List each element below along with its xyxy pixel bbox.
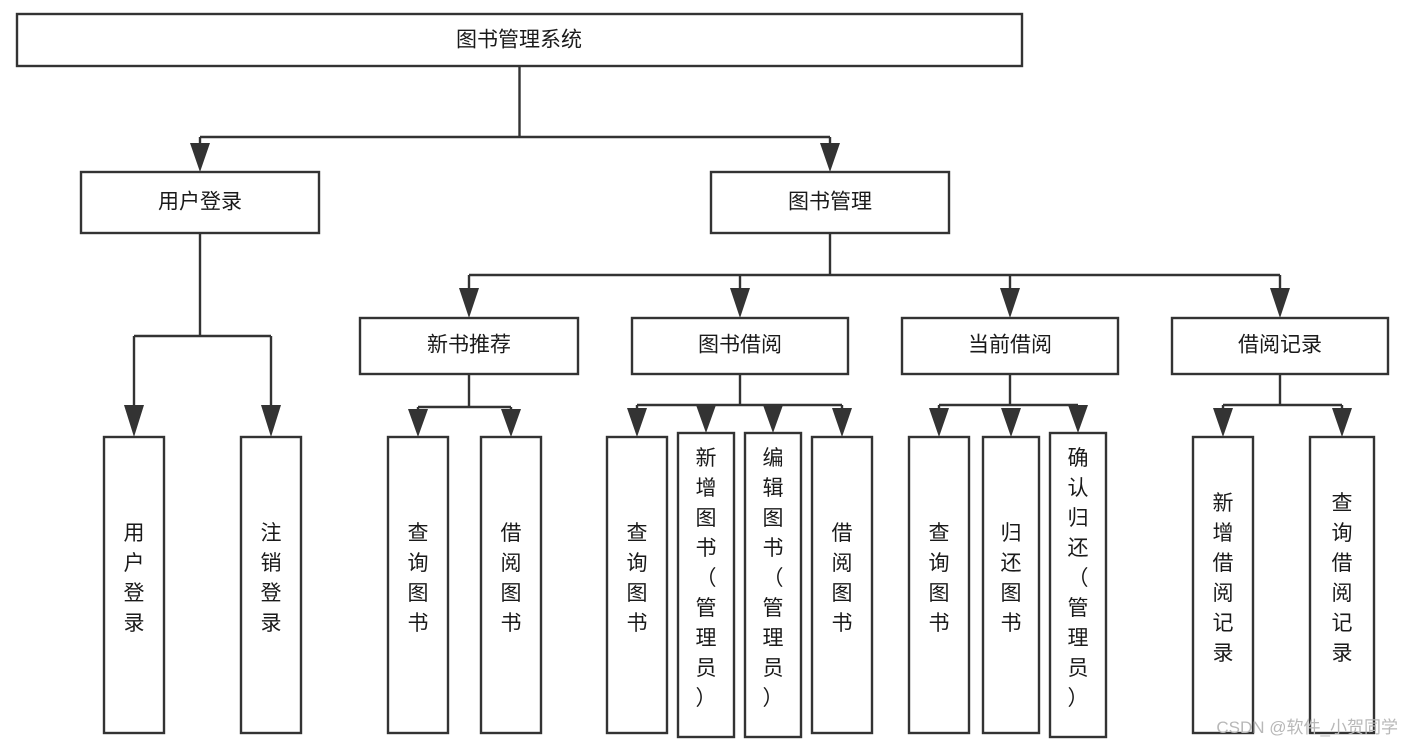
arrowhead-to-leaf-query-book-2	[627, 408, 647, 437]
arrowhead-to-new-book-recommend	[459, 288, 479, 318]
node-leaf-user-login[interactable]: 用户登录	[102, 435, 166, 735]
connector-book-borrow-bus	[635, 374, 844, 412]
node-leaf-query-borrow-record-label: 查询借阅记录	[1332, 492, 1353, 665]
node-leaf-query-book-1-box[interactable]	[386, 435, 450, 735]
arrowhead-to-borrow-record	[1270, 288, 1290, 318]
arrowhead-to-leaf-query-book-3	[929, 408, 949, 437]
node-leaf-borrow-book-2[interactable]: 借阅图书	[810, 435, 874, 735]
node-leaf-query-book-1[interactable]: 查询图书	[386, 435, 450, 735]
node-root[interactable]: 图书管理系统	[15, 12, 1024, 68]
node-book-borrow[interactable]: 图书借阅	[630, 316, 850, 376]
node-book-management-box[interactable]	[709, 170, 951, 235]
node-new-book-recommend-box[interactable]	[358, 316, 580, 376]
arrowhead-to-leaf-borrow-book-1	[501, 409, 521, 437]
node-book-borrow-label: 图书借阅	[698, 334, 782, 357]
arrowhead-to-user-login	[190, 143, 210, 172]
node-leaf-edit-book-admin-box[interactable]	[743, 431, 803, 739]
node-leaf-borrow-book-2-label: 借阅图书	[832, 522, 853, 635]
node-leaf-query-borrow-record-box[interactable]	[1308, 435, 1376, 735]
node-root-label: 图书管理系统	[456, 29, 582, 52]
arrowhead-to-leaf-add-borrow-record	[1213, 408, 1233, 437]
node-leaf-return-book-label: 归还图书	[1001, 522, 1022, 635]
node-leaf-confirm-return-admin-label: 确认归还（管理员）	[1068, 447, 1089, 710]
node-current-borrow-box[interactable]	[900, 316, 1120, 376]
node-leaf-add-borrow-record-box[interactable]	[1191, 435, 1255, 735]
node-leaf-logout-login[interactable]: 注销登录	[239, 435, 303, 735]
node-borrow-record-label: 借阅记录	[1238, 334, 1322, 357]
connector-book-management-bus	[467, 233, 1282, 293]
connector-layer	[124, 66, 1352, 437]
node-leaf-edit-book-admin-label: 编辑图书（管理员）	[763, 447, 784, 710]
node-leaf-add-book-admin[interactable]: 新增图书（管理员）	[676, 431, 736, 739]
node-current-borrow[interactable]: 当前借阅	[900, 316, 1120, 376]
connector-user-login-bus	[132, 233, 273, 412]
node-leaf-query-book-2[interactable]: 查询图书	[605, 435, 669, 735]
node-book-management-label: 图书管理	[788, 191, 872, 214]
node-leaf-borrow-book-1-label: 借阅图书	[501, 522, 522, 635]
node-leaf-logout-login-box[interactable]	[239, 435, 303, 735]
node-leaf-logout-login-label: 注销登录	[261, 522, 282, 635]
node-leaf-return-book[interactable]: 归还图书	[981, 435, 1041, 735]
arrowhead-to-leaf-user-login	[124, 405, 144, 437]
node-leaf-query-book-3-label: 查询图书	[929, 522, 950, 635]
node-book-borrow-box[interactable]	[630, 316, 850, 376]
node-leaf-edit-book-admin[interactable]: 编辑图书（管理员）	[743, 431, 803, 739]
node-leaf-add-borrow-record[interactable]: 新增借阅记录	[1191, 435, 1255, 735]
arrowhead-to-book-borrow	[730, 288, 750, 318]
node-borrow-record-box[interactable]	[1170, 316, 1390, 376]
node-borrow-record[interactable]: 借阅记录	[1170, 316, 1390, 376]
arrowhead-to-leaf-logout-login	[261, 405, 281, 437]
node-leaf-user-login-box[interactable]	[102, 435, 166, 735]
node-new-book-recommend-label: 新书推荐	[427, 334, 511, 357]
arrowhead-to-leaf-add-book-admin	[696, 405, 716, 433]
node-leaf-confirm-return-admin-box[interactable]	[1048, 431, 1108, 739]
node-leaf-query-book-3-box[interactable]	[907, 435, 971, 735]
node-leaf-add-book-admin-box[interactable]	[676, 431, 736, 739]
csdn-watermark: CSDN @软件_小贺同学	[1216, 718, 1398, 737]
connector-new-book-recommend-bus	[416, 374, 513, 415]
node-leaf-borrow-book-1-box[interactable]	[479, 435, 543, 735]
node-leaf-query-borrow-record[interactable]: 查询借阅记录	[1308, 435, 1376, 735]
connector-current-borrow-bus	[937, 374, 1080, 412]
node-leaf-borrow-book-2-box[interactable]	[810, 435, 874, 735]
node-leaf-query-book-1-label: 查询图书	[408, 522, 429, 635]
connector-root-bus	[198, 66, 832, 152]
node-current-borrow-label: 当前借阅	[968, 334, 1052, 357]
node-leaf-user-login-label: 用户登录	[124, 522, 145, 635]
node-user-login-label: 用户登录	[158, 191, 242, 214]
node-leaf-query-book-2-box[interactable]	[605, 435, 669, 735]
arrowhead-to-leaf-edit-book-admin	[763, 405, 783, 433]
arrowhead-to-leaf-confirm-return-admin	[1068, 405, 1088, 433]
arrowhead-to-current-borrow	[1000, 288, 1020, 318]
node-leaf-query-book-2-label: 查询图书	[627, 522, 648, 635]
arrowhead-to-leaf-borrow-book-2	[832, 408, 852, 437]
node-leaf-add-book-admin-label: 新增图书（管理员）	[696, 447, 717, 710]
node-book-management[interactable]: 图书管理	[709, 170, 951, 235]
arrowhead-to-leaf-query-borrow-record	[1332, 408, 1352, 437]
node-root-box[interactable]	[15, 12, 1024, 68]
node-user-login[interactable]: 用户登录	[79, 170, 321, 235]
node-leaf-add-borrow-record-label: 新增借阅记录	[1213, 492, 1234, 665]
node-leaf-borrow-book-1[interactable]: 借阅图书	[479, 435, 543, 735]
arrowhead-to-leaf-return-book	[1001, 408, 1021, 437]
arrowhead-to-leaf-query-book-1	[408, 409, 428, 437]
node-leaf-confirm-return-admin[interactable]: 确认归还（管理员）	[1048, 431, 1108, 739]
arrowhead-to-book-management	[820, 143, 840, 172]
node-leaf-return-book-box[interactable]	[981, 435, 1041, 735]
connector-borrow-record-bus	[1221, 374, 1344, 412]
node-leaf-query-book-3[interactable]: 查询图书	[907, 435, 971, 735]
node-new-book-recommend[interactable]: 新书推荐	[358, 316, 580, 376]
node-user-login-box[interactable]	[79, 170, 321, 235]
